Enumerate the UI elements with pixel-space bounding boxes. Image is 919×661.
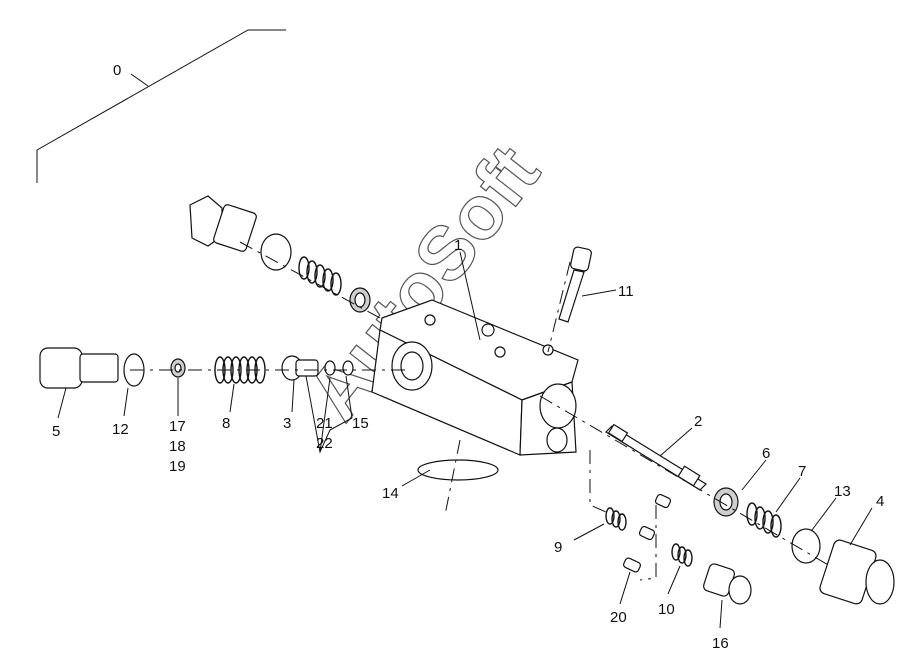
callout-labels: 0 1 2 3 4 5 6 7 8 9 10 11 12 13 14 15 16… <box>52 62 884 652</box>
callout-9: 9 <box>554 539 562 556</box>
callout-18: 18 <box>169 438 186 455</box>
callout-15: 15 <box>352 415 369 432</box>
callout-20: 20 <box>610 609 627 626</box>
callout-0: 0 <box>113 62 121 79</box>
callout-12: 12 <box>112 421 129 438</box>
callout-5: 5 <box>52 423 60 440</box>
callout-6: 6 <box>762 445 770 462</box>
assembly-bracket <box>36 29 286 183</box>
callout-8: 8 <box>222 415 230 432</box>
center-lines <box>130 241 831 581</box>
bolt <box>558 246 592 323</box>
valve-body <box>371 299 579 456</box>
gasket <box>417 459 499 481</box>
callout-17: 17 <box>169 418 186 435</box>
left-plug-assembly <box>39 347 354 389</box>
callout-4: 4 <box>876 493 884 510</box>
callout-2: 2 <box>694 413 702 430</box>
callout-16: 16 <box>712 635 729 652</box>
upper-plug-assembly <box>189 195 371 313</box>
spool-assembly <box>605 423 895 605</box>
callout-3: 3 <box>283 415 291 432</box>
callout-14: 14 <box>382 485 399 502</box>
callout-21: 21 <box>316 415 333 432</box>
callout-11: 11 <box>618 283 634 300</box>
callout-7: 7 <box>798 463 806 480</box>
callout-13: 13 <box>834 483 851 500</box>
callout-1: 1 <box>454 237 462 254</box>
callout-19: 19 <box>169 458 186 475</box>
callout-10: 10 <box>658 601 675 618</box>
leader-lines <box>57 251 873 629</box>
callout-22: 22 <box>316 435 333 452</box>
small-parts <box>605 493 752 605</box>
